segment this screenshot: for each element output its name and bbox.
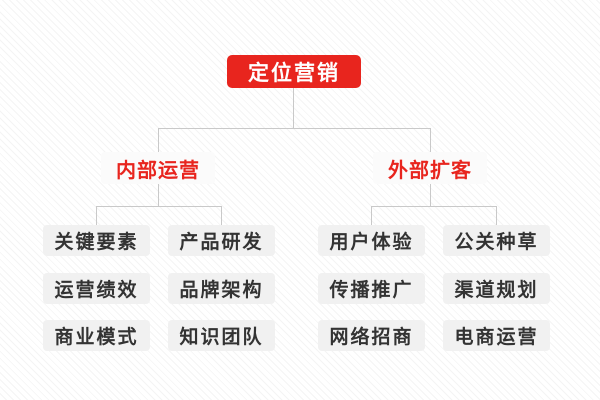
connector-drop-internal: [158, 128, 159, 153]
leaf-node: 品牌架构: [168, 273, 275, 304]
connector-drop-col2: [221, 206, 222, 225]
connector-drop-col4: [496, 206, 497, 225]
connector-drop-col3: [371, 206, 372, 225]
root-node: 定位营销: [227, 55, 361, 88]
connector-external-trunk: [430, 184, 431, 206]
connector-drop-external: [430, 128, 431, 153]
leaf-node: 用户体验: [318, 225, 425, 256]
leaf-node: 网络招商: [318, 320, 425, 351]
leaf-node: 运营绩效: [43, 273, 150, 304]
branch-node-internal-operations: 内部运营: [101, 152, 215, 184]
leaf-node: 传播推广: [318, 273, 425, 304]
leaf-node: 渠道规划: [443, 273, 550, 304]
leaf-node: 关键要素: [43, 225, 150, 256]
leaf-node: 电商运营: [443, 320, 550, 351]
connector-internal-horizontal: [96, 206, 222, 207]
connector-internal-trunk: [158, 184, 159, 206]
leaf-node: 产品研发: [168, 225, 275, 256]
connector-drop-col1: [96, 206, 97, 225]
connector-external-horizontal: [371, 206, 497, 207]
connector-root-trunk: [293, 88, 294, 128]
connector-level1-horizontal: [158, 128, 431, 129]
leaf-node: 商业模式: [43, 320, 150, 351]
leaf-node: 知识团队: [168, 320, 275, 351]
leaf-node: 公关种草: [443, 225, 550, 256]
branch-node-external-expansion: 外部扩客: [373, 152, 487, 184]
